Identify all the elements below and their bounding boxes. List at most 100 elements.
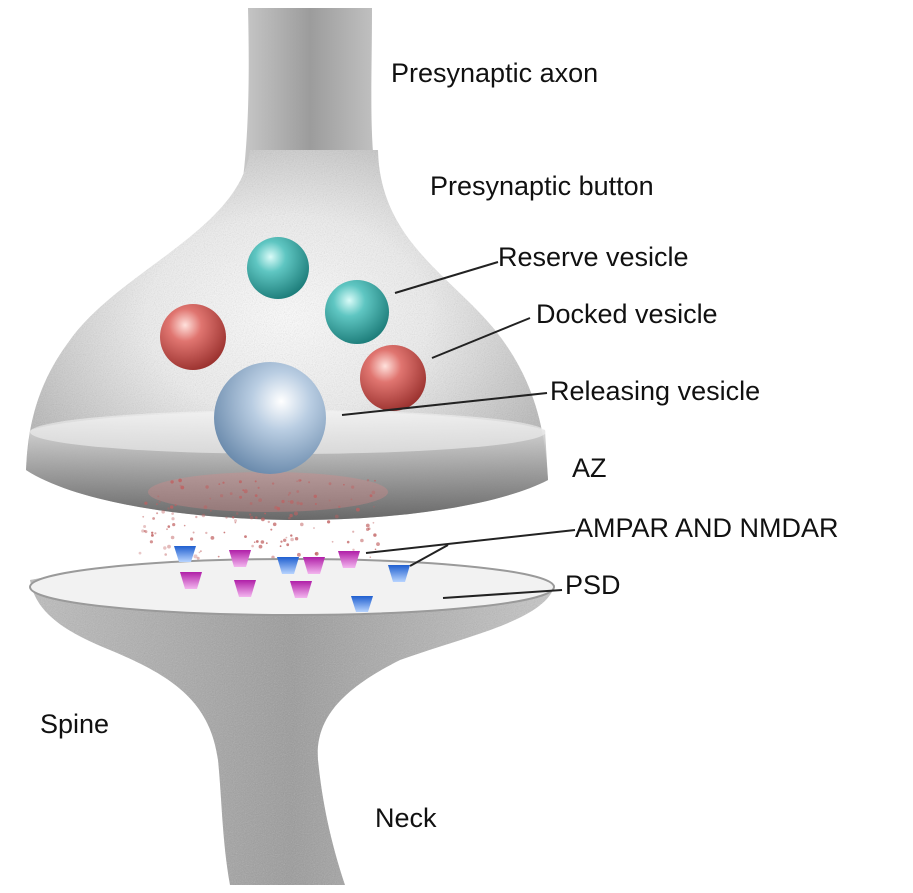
neurotransmitter-dot xyxy=(366,527,370,532)
neurotransmitter-dot xyxy=(249,513,252,516)
active-zone-membrane xyxy=(148,472,388,512)
neurotransmitter-dot xyxy=(167,544,171,549)
neurotransmitter-dot xyxy=(374,548,377,551)
neurotransmitter-dot xyxy=(300,522,304,527)
neurotransmitter-dot xyxy=(232,516,235,519)
neurotransmitter-dot xyxy=(234,519,237,523)
neurotransmitter-dot xyxy=(143,525,147,528)
neurotransmitter-dot xyxy=(327,520,331,524)
neurotransmitter-dot xyxy=(251,544,254,548)
neurotransmitter-dot xyxy=(167,525,171,528)
neurotransmitter-dot xyxy=(151,531,154,534)
neurotransmitter-dot xyxy=(201,513,206,518)
neurotransmitter-dot xyxy=(180,485,185,490)
neurotransmitter-dot xyxy=(285,536,288,539)
neurotransmitter-dot xyxy=(289,513,293,518)
neurotransmitter-dot xyxy=(369,494,373,498)
neurotransmitter-dot xyxy=(283,538,287,542)
neurotransmitter-dot xyxy=(220,494,224,498)
neurotransmitter-dot xyxy=(209,497,212,500)
label-ampar-nmdar: AMPAR AND NMDAR xyxy=(575,513,839,543)
label-spine: Spine xyxy=(40,709,110,739)
neurotransmitter-dot xyxy=(331,540,334,543)
neurotransmitter-dot xyxy=(257,486,260,489)
docked-vesicle-1 xyxy=(160,304,226,370)
neurotransmitter-dot xyxy=(288,516,291,520)
neurotransmitter-dot xyxy=(270,528,273,531)
neurotransmitter-dot xyxy=(210,510,212,512)
neurotransmitter-dot xyxy=(343,483,345,486)
label-presynaptic-button: Presynaptic button xyxy=(430,171,654,201)
neurotransmitter-dot xyxy=(222,481,225,484)
neurotransmitter-dot xyxy=(239,495,243,499)
neurotransmitter-dot xyxy=(244,535,247,538)
neurotransmitter-dot xyxy=(249,516,254,520)
receptor-nmdar xyxy=(234,580,256,597)
neurotransmitter-dot xyxy=(254,494,258,497)
neurotransmitter-dot xyxy=(260,540,265,544)
receptor-nmdar xyxy=(180,572,202,589)
neurotransmitter-dot xyxy=(374,479,376,482)
neurotransmitter-dot xyxy=(179,484,182,487)
neurotransmitter-dot xyxy=(276,507,281,511)
leader-ampar-nmdar-1 xyxy=(365,529,576,554)
neurotransmitter-dot xyxy=(156,512,159,515)
neurotransmitter-dot xyxy=(373,505,375,508)
neurotransmitter-dot xyxy=(255,540,259,543)
neurotransmitter-dot xyxy=(138,551,142,555)
label-releasing-vesicle: Releasing vesicle xyxy=(550,376,761,406)
neurotransmitter-dot xyxy=(158,500,161,503)
neurotransmitter-dot xyxy=(279,545,282,548)
neurotransmitter-dot xyxy=(296,480,298,483)
reserve-vesicle-1 xyxy=(247,237,309,299)
neurotransmitter-dot xyxy=(272,522,277,527)
neurotransmitter-dot xyxy=(249,502,253,505)
neurotransmitter-dot xyxy=(296,501,300,505)
neurotransmitter-dot xyxy=(243,489,248,494)
neurotransmitter-dot xyxy=(218,483,221,485)
neurotransmitter-dot xyxy=(193,554,198,559)
neurotransmitter-dot xyxy=(174,504,177,507)
neurotransmitter-dot xyxy=(200,550,202,552)
neurotransmitter-dot xyxy=(296,490,300,493)
reserve-vesicle-2 xyxy=(325,280,389,344)
neurotransmitter-dot xyxy=(171,517,175,521)
leader-docked-vesicle xyxy=(431,317,531,359)
neurotransmitter-dot xyxy=(172,523,176,527)
neurotransmitter-dot xyxy=(314,551,319,556)
receptor-ampar xyxy=(277,557,299,574)
neurotransmitter-dot xyxy=(313,527,315,529)
receptors xyxy=(174,546,410,612)
neurotransmitter-dot xyxy=(156,503,158,506)
neurotransmitter-dot xyxy=(356,507,360,512)
label-az: AZ xyxy=(572,453,607,483)
label-psd: PSD xyxy=(565,570,621,600)
receptor-nmdar xyxy=(338,551,360,568)
neurotransmitter-dot xyxy=(280,540,283,543)
neurotransmitter-dot xyxy=(267,520,270,524)
neurotransmitter-dot xyxy=(234,521,237,524)
neurotransmitter-dot xyxy=(314,503,317,505)
neurotransmitter-dot xyxy=(192,531,195,534)
neurotransmitter-dot xyxy=(287,500,290,503)
neurotransmitter-dot xyxy=(271,482,275,485)
neurotransmitter-dot xyxy=(229,492,233,495)
neurotransmitter-dot xyxy=(195,515,198,519)
neurotransmitter-dot xyxy=(289,500,294,504)
neurotransmitter-dot xyxy=(170,505,174,509)
neurotransmitter-dot xyxy=(265,542,268,545)
neurotransmitter-dot xyxy=(298,479,301,482)
neurotransmitter-dot xyxy=(161,510,165,514)
neurotransmitter-dot xyxy=(183,524,186,527)
neurotransmitter-dot xyxy=(369,556,372,558)
neurotransmitter-dot xyxy=(352,548,355,551)
receptor-ampar xyxy=(388,565,410,582)
neurotransmitter-dot xyxy=(287,494,290,496)
label-docked-vesicle: Docked vesicle xyxy=(536,299,718,329)
neurotransmitter-dot xyxy=(334,514,339,519)
neurotransmitter-dot xyxy=(149,540,153,544)
label-reserve-vesicle: Reserve vesicle xyxy=(498,242,689,272)
neurotransmitter-dot xyxy=(170,480,174,484)
receptor-ampar xyxy=(174,546,196,562)
